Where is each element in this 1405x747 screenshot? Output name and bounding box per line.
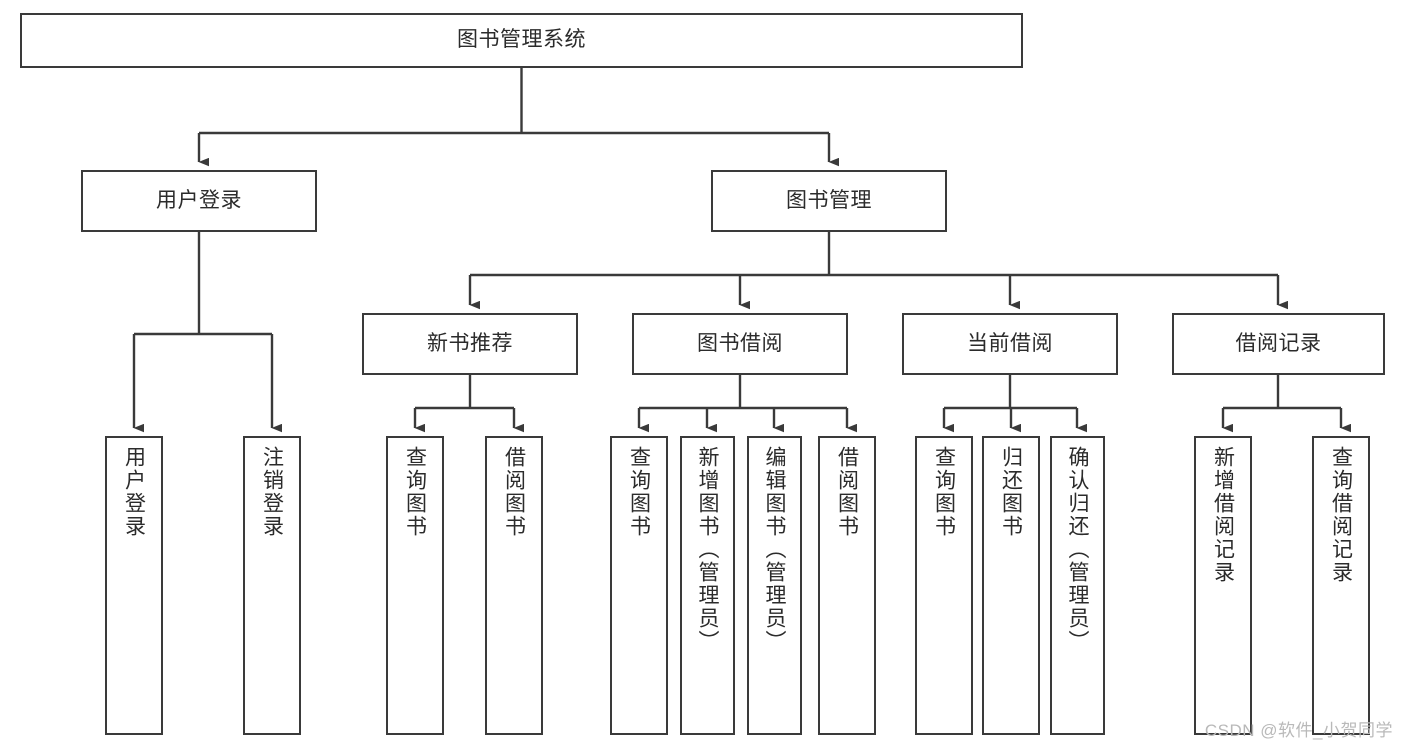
node-leaf-borrow-book-newbook[interactable]: 借阅图书 bbox=[485, 436, 543, 735]
node-leaf-label: 编辑图书（管理员） bbox=[763, 446, 786, 653]
currentborrow-to-leaf-edges bbox=[942, 375, 1087, 433]
node-leaf-edit-book-admin[interactable]: 编辑图书（管理员） bbox=[747, 436, 802, 735]
node-leaf-label: 新增图书（管理员） bbox=[696, 446, 719, 653]
node-leaf-query-book-newbook[interactable]: 查询图书 bbox=[386, 436, 444, 735]
node-user-login-label: 用户登录 bbox=[156, 188, 242, 212]
node-leaf-label: 借阅图书 bbox=[835, 446, 859, 538]
node-leaf-query-book-current[interactable]: 查询图书 bbox=[915, 436, 973, 735]
node-leaf-label: 确认归还（管理员） bbox=[1066, 446, 1089, 653]
node-leaf-logout-login[interactable]: 注销登录 bbox=[243, 436, 301, 735]
newbook-to-leaf-edges bbox=[413, 375, 524, 433]
node-root-system[interactable]: 图书管理系统 bbox=[20, 13, 1023, 68]
node-book-management[interactable]: 图书管理 bbox=[711, 170, 947, 232]
node-leaf-label: 新增借阅记录 bbox=[1211, 446, 1235, 584]
node-leaf-query-borrow-record[interactable]: 查询借阅记录 bbox=[1312, 436, 1370, 735]
node-leaf-label: 用户登录 bbox=[122, 446, 146, 538]
node-leaf-add-borrow-record[interactable]: 新增借阅记录 bbox=[1194, 436, 1252, 735]
node-leaf-label: 查询图书 bbox=[627, 446, 651, 538]
node-leaf-confirm-return-admin[interactable]: 确认归还（管理员） bbox=[1050, 436, 1105, 735]
borrowbook-to-leaf-edges bbox=[637, 375, 857, 433]
node-leaf-add-book-admin[interactable]: 新增图书（管理员） bbox=[680, 436, 735, 735]
userlogin-to-leaf-edges bbox=[132, 232, 282, 433]
node-current-borrow[interactable]: 当前借阅 bbox=[902, 313, 1118, 375]
node-book-borrow[interactable]: 图书借阅 bbox=[632, 313, 848, 375]
borrowrecord-to-leaf-edges bbox=[1221, 375, 1351, 433]
node-current-borrow-label: 当前借阅 bbox=[967, 331, 1053, 355]
node-leaf-label: 归还图书 bbox=[999, 446, 1023, 538]
node-leaf-label: 查询图书 bbox=[932, 446, 956, 538]
node-book-borrow-label: 图书借阅 bbox=[697, 331, 783, 355]
bookmgmt-to-level3-edges bbox=[468, 232, 1288, 310]
root-to-level2-edges bbox=[197, 68, 839, 167]
node-leaf-label: 借阅图书 bbox=[502, 446, 526, 538]
node-borrow-record-label: 借阅记录 bbox=[1235, 331, 1322, 355]
node-book-management-label: 图书管理 bbox=[786, 188, 872, 212]
node-borrow-record[interactable]: 借阅记录 bbox=[1172, 313, 1385, 375]
node-new-book-recommend[interactable]: 新书推荐 bbox=[362, 313, 578, 375]
node-leaf-return-book[interactable]: 归还图书 bbox=[982, 436, 1040, 735]
node-leaf-label: 查询借阅记录 bbox=[1329, 446, 1353, 584]
node-new-book-recommend-label: 新书推荐 bbox=[427, 331, 513, 355]
node-leaf-query-book-borrow[interactable]: 查询图书 bbox=[610, 436, 668, 735]
node-user-login[interactable]: 用户登录 bbox=[81, 170, 317, 232]
node-leaf-borrow-book[interactable]: 借阅图书 bbox=[818, 436, 876, 735]
node-leaf-user-login[interactable]: 用户登录 bbox=[105, 436, 163, 735]
node-root-label: 图书管理系统 bbox=[457, 28, 586, 52]
node-leaf-label: 查询图书 bbox=[403, 446, 427, 538]
node-leaf-label: 注销登录 bbox=[260, 446, 284, 538]
